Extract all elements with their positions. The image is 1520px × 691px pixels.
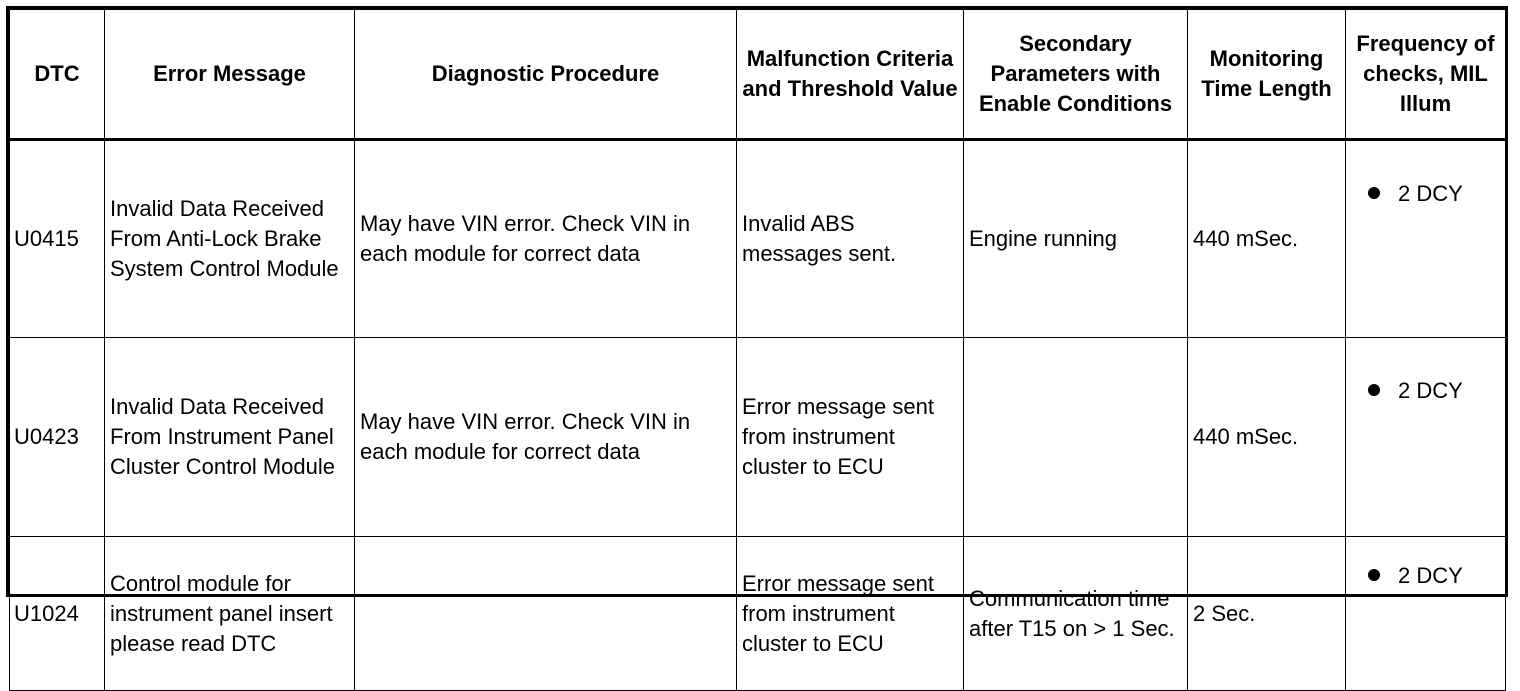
- dtc-table: DTC Error Message Diagnostic Procedure M…: [9, 9, 1506, 691]
- table-row: U0415 Invalid Data Received From Anti-Lo…: [9, 139, 1506, 338]
- cell-dtc: U0423: [9, 337, 105, 537]
- header-secondary-parameters: Secondary Parameters with Enable Conditi…: [963, 9, 1188, 141]
- cell-error-message: Invalid Data Received From Anti-Lock Bra…: [104, 139, 355, 338]
- cell-error-message: Control module for instrument panel inse…: [104, 536, 355, 691]
- dtc-table-container: DTC Error Message Diagnostic Procedure M…: [6, 6, 1508, 691]
- table-row: U1024 Control module for instrument pane…: [9, 536, 1506, 691]
- frequency-value: 2 DCY: [1398, 563, 1463, 588]
- cell-dtc: U1024: [9, 536, 105, 691]
- cell-monitoring-time: 440 mSec.: [1187, 337, 1346, 537]
- bullet-icon: [1368, 384, 1380, 397]
- header-frequency: Frequency of checks, MIL Illum: [1345, 9, 1506, 141]
- cell-frequency: 2 DCY: [1345, 139, 1506, 338]
- cell-error-message: Invalid Data Received From Instrument Pa…: [104, 337, 355, 537]
- cell-malfunction-criteria: Invalid ABS messages sent.: [736, 139, 964, 338]
- bullet-icon: [1368, 187, 1380, 200]
- cell-diagnostic-procedure: [354, 536, 737, 691]
- header-dtc: DTC: [9, 9, 105, 141]
- cell-frequency: 2 DCY: [1345, 536, 1506, 691]
- cell-malfunction-criteria: Error message sent from instrument clust…: [736, 536, 964, 691]
- cell-malfunction-criteria: Error message sent from instrument clust…: [736, 337, 964, 537]
- cell-diagnostic-procedure: May have VIN error. Check VIN in each mo…: [354, 139, 737, 338]
- cell-secondary-parameters: Communication time after T15 on > 1 Sec.: [963, 536, 1188, 691]
- header-row: DTC Error Message Diagnostic Procedure M…: [9, 9, 1506, 141]
- header-malfunction-criteria: Malfunction Criteria and Threshold Value: [736, 9, 964, 141]
- cell-diagnostic-procedure: May have VIN error. Check VIN in each mo…: [354, 337, 737, 537]
- cell-frequency: 2 DCY: [1345, 337, 1506, 537]
- header-monitoring-time: Monitoring Time Length: [1187, 9, 1346, 141]
- cell-monitoring-time: 2 Sec.: [1187, 536, 1346, 691]
- header-diagnostic-procedure: Diagnostic Procedure: [354, 9, 737, 141]
- header-error-message: Error Message: [104, 9, 355, 141]
- cell-dtc: U0415: [9, 139, 105, 338]
- bullet-icon: [1368, 569, 1380, 582]
- frequency-value: 2 DCY: [1398, 181, 1463, 206]
- table-row: U0423 Invalid Data Received From Instrum…: [9, 337, 1506, 537]
- cell-secondary-parameters: Engine running: [963, 139, 1188, 338]
- cell-monitoring-time: 440 mSec.: [1187, 139, 1346, 338]
- cell-secondary-parameters: [963, 337, 1188, 537]
- frequency-value: 2 DCY: [1398, 378, 1463, 403]
